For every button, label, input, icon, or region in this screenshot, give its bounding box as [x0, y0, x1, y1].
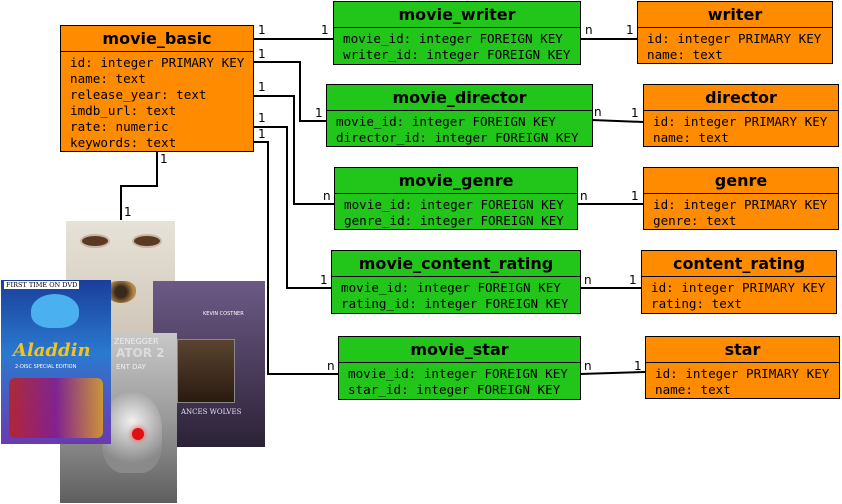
card-basic-director: 1	[258, 47, 266, 61]
card-writer-n: 1	[321, 23, 329, 37]
table-title: star	[646, 337, 839, 363]
table-title: movie_writer	[334, 2, 580, 28]
poster-line-2: ATOR 2	[116, 346, 165, 360]
card-director-right: 1	[631, 106, 639, 120]
moth-icon	[106, 281, 136, 303]
table-field: keywords: text	[70, 135, 177, 150]
poster-aladdin: FIRST TIME ON DVD Aladdin 2-DISC SPECIAL…	[1, 280, 111, 444]
table-field: director_id: integer FOREIGN KEY	[336, 130, 579, 145]
table-content-rating: content_rating id: integer PRIMARY KEY r…	[641, 250, 837, 314]
poster-line-1: ZENEGGER	[114, 337, 159, 346]
eye-left-icon	[82, 236, 108, 246]
table-title: genre	[644, 168, 838, 194]
card-basic-content: 1	[258, 111, 266, 125]
rel-basic-star	[253, 141, 339, 375]
poster-line-3: ENT DAY	[116, 363, 146, 371]
table-title: movie_basic	[61, 26, 253, 52]
rel-basic-director	[253, 61, 327, 122]
table-title: movie_genre	[335, 168, 577, 194]
card-genre-right: 1	[631, 189, 639, 203]
card-content-right: 1	[629, 273, 637, 287]
card-writer-left: n	[585, 23, 593, 37]
table-field: id: integer PRIMARY KEY	[651, 280, 826, 295]
table-field: rate: numeric	[70, 119, 169, 134]
table-field: rating_id: integer FOREIGN KEY	[341, 296, 569, 311]
table-title: movie_director	[327, 85, 592, 111]
card-content-left: 1	[320, 273, 328, 287]
table-field: genre_id: integer FOREIGN KEY	[344, 213, 564, 228]
poster-title: ANCES WOLVES	[181, 408, 242, 416]
card-star-left: n	[327, 359, 335, 373]
red-eye-icon	[132, 428, 144, 440]
table-field: id: integer PRIMARY KEY	[653, 114, 828, 129]
poster-title: Aladdin	[13, 340, 91, 361]
card-basic-writer-1: 1	[258, 23, 266, 37]
table-movie-genre: movie_genre movie_id: integer FOREIGN KE…	[334, 167, 578, 230]
table-field: genre: text	[653, 213, 737, 228]
table-field: movie_id: integer FOREIGN KEY	[336, 114, 556, 129]
rel-star-star	[579, 371, 646, 375]
table-field: id: integer PRIMARY KEY	[655, 366, 830, 381]
card-star-mid: n	[584, 359, 592, 373]
poster-edition: 2-DISC SPECIAL EDITION	[15, 364, 77, 370]
table-field: movie_id: integer FOREIGN KEY	[343, 31, 563, 46]
table-field: movie_id: integer FOREIGN KEY	[344, 197, 564, 212]
table-movie-director: movie_director movie_id: integer FOREIGN…	[326, 84, 593, 147]
table-star: star id: integer PRIMARY KEY name: text	[645, 336, 840, 399]
table-field: rating: text	[651, 296, 742, 311]
table-field: movie_id: integer FOREIGN KEY	[348, 366, 568, 381]
card-content-mid: n	[584, 273, 592, 287]
table-movie-star: movie_star movie_id: integer FOREIGN KEY…	[338, 336, 581, 400]
card-basic-genre: 1	[258, 80, 266, 94]
table-movie-writer: movie_writer movie_id: integer FOREIGN K…	[333, 1, 581, 65]
rel-basic-content	[253, 126, 332, 289]
table-field: movie_id: integer FOREIGN KEY	[341, 280, 561, 295]
table-field: name: text	[655, 382, 731, 397]
eye-right-icon	[134, 236, 160, 246]
table-field: id: integer PRIMARY KEY	[70, 55, 245, 70]
rel-basic-genre	[253, 95, 335, 205]
table-field: imdb_url: text	[70, 103, 177, 118]
poster-face-photo	[177, 339, 235, 403]
characters-art	[9, 378, 103, 438]
table-field: writer_id: integer FOREIGN KEY	[343, 47, 571, 62]
table-field: star_id: integer FOREIGN KEY	[348, 382, 561, 397]
table-title: movie_star	[339, 337, 580, 363]
table-field: release_year: text	[70, 87, 207, 102]
card-genre-mid: n	[580, 189, 588, 203]
table-movie-content-rating: movie_content_rating movie_id: integer F…	[331, 250, 581, 314]
card-star-right: 1	[634, 359, 642, 373]
table-field: id: integer PRIMARY KEY	[647, 31, 822, 46]
table-title: content_rating	[642, 251, 836, 277]
table-field: name: text	[653, 130, 729, 145]
table-field: name: text	[70, 71, 146, 86]
card-director-mid: n	[594, 105, 602, 119]
table-title: movie_content_rating	[332, 251, 580, 277]
card-posters: 1	[124, 205, 132, 219]
poster-actor-name: KEVIN COSTNER	[203, 311, 244, 317]
card-basic-star: 1	[258, 127, 266, 141]
genie-icon	[31, 294, 79, 328]
table-director: director id: integer PRIMARY KEY name: t…	[643, 84, 839, 147]
table-movie-basic: movie_basic id: integer PRIMARY KEY name…	[60, 25, 254, 152]
rel-basic-posters	[120, 151, 158, 220]
card-writer-right: 1	[626, 23, 634, 37]
card-basic-posters: 1	[160, 152, 168, 166]
rel-director-director	[591, 119, 644, 123]
table-genre: genre id: integer PRIMARY KEY genre: tex…	[643, 167, 839, 230]
card-genre-left: n	[323, 189, 331, 203]
poster-top-text: FIRST TIME ON DVD	[4, 281, 80, 289]
table-title: writer	[638, 2, 832, 28]
table-field: name: text	[647, 47, 723, 62]
card-director-left: 1	[315, 106, 323, 120]
table-title: director	[644, 85, 838, 111]
table-writer: writer id: integer PRIMARY KEY name: tex…	[637, 1, 833, 64]
table-field: id: integer PRIMARY KEY	[653, 197, 828, 212]
